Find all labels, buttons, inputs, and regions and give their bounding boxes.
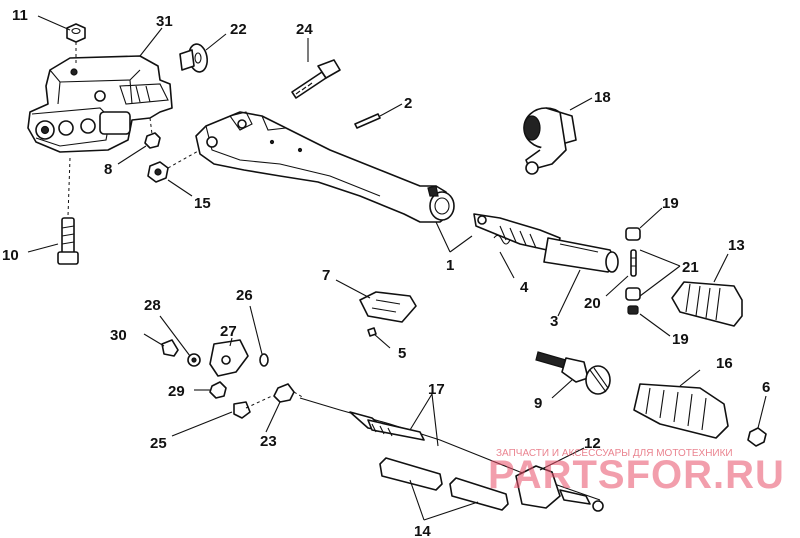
throttle-grip-13 <box>671 281 743 327</box>
throttle-tube <box>543 237 619 273</box>
callout-11: 11 <box>12 7 28 24</box>
bolt-24 <box>291 59 341 99</box>
screw-8 <box>144 117 161 149</box>
callout-2: 2 <box>404 95 412 112</box>
callout-19-bottom: 19 <box>672 331 689 348</box>
nut-11 <box>66 23 86 66</box>
nut-15 <box>147 149 201 183</box>
callout-27: 27 <box>220 323 237 340</box>
callout-23: 23 <box>260 433 277 450</box>
nut-23 <box>273 383 305 403</box>
callout-labels: 1 2 3 4 5 6 7 8 9 10 11 12 13 14 15 16 1… <box>2 7 770 538</box>
callout-22: 22 <box>230 21 247 38</box>
callout-1: 1 <box>446 257 454 274</box>
callout-15: 15 <box>194 195 211 212</box>
callout-19-top: 19 <box>662 195 679 212</box>
callout-5: 5 <box>398 345 406 362</box>
grip-16 <box>633 383 729 439</box>
nut-6 <box>747 427 767 447</box>
watermark: ЗАПЧАСТИ И АКСЕССУАРЫ ДЛЯ МОТОТЕХНИКИ PA… <box>488 448 785 497</box>
callout-31: 31 <box>156 13 173 30</box>
callout-24: 24 <box>296 21 313 38</box>
callout-6: 6 <box>762 379 770 396</box>
bolt-10 <box>57 157 79 265</box>
screw-25 <box>233 395 273 419</box>
callout-13: 13 <box>728 237 745 254</box>
clip-30 <box>161 339 179 357</box>
stop-switch-9 <box>535 351 611 395</box>
callout-25: 25 <box>150 435 167 452</box>
washer-22 <box>179 43 208 73</box>
callout-20: 20 <box>584 295 601 312</box>
callout-12: 12 <box>584 435 601 452</box>
washer-26 <box>259 353 269 367</box>
callout-14: 14 <box>414 523 431 538</box>
callout-10: 10 <box>2 247 19 264</box>
sleeve-14-right <box>449 477 509 511</box>
callout-3: 3 <box>550 313 558 330</box>
friction-adjuster <box>523 107 577 175</box>
watermark-brand: PARTSFOR.RU <box>488 453 785 497</box>
callout-18: 18 <box>594 89 611 106</box>
pin-2 <box>354 113 381 129</box>
leader-lines <box>27 15 767 521</box>
washer-28 <box>187 353 201 367</box>
callout-8: 8 <box>104 161 112 178</box>
grip-pin-19-upper <box>625 227 641 241</box>
callout-9: 9 <box>534 395 542 412</box>
tiller-arm <box>195 111 455 223</box>
link-27 <box>209 339 249 377</box>
callout-17: 17 <box>428 381 445 398</box>
callout-26: 26 <box>236 287 253 304</box>
grip-pin-19-lower <box>627 305 639 315</box>
bracket-7 <box>359 291 417 323</box>
callout-21: 21 <box>682 259 699 276</box>
grip-bushing-21 <box>625 287 641 301</box>
callout-4: 4 <box>520 279 529 296</box>
callout-7: 7 <box>322 267 330 284</box>
steering-bracket <box>27 55 173 153</box>
callout-29: 29 <box>168 383 185 400</box>
callout-30: 30 <box>110 327 127 344</box>
callout-28: 28 <box>144 297 161 314</box>
nut-29 <box>209 381 227 399</box>
cable-connector-12 <box>515 465 604 512</box>
callout-16: 16 <box>716 355 733 372</box>
watermark-caption: ЗАПЧАСТИ И АКСЕССУАРЫ ДЛЯ МОТОТЕХНИКИ <box>496 448 733 459</box>
spring-20 <box>630 249 637 277</box>
sleeve-14-left <box>379 457 443 491</box>
